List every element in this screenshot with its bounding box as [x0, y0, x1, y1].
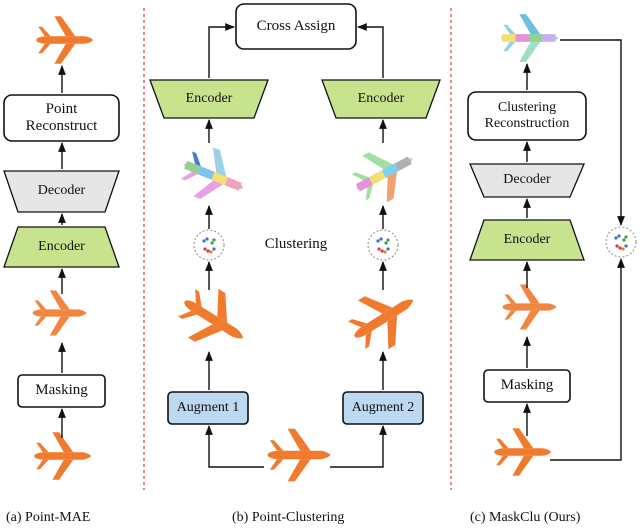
- augment1-box: [167, 391, 249, 425]
- cluster-circle-left: [193, 229, 225, 261]
- airplane-output-a: [36, 16, 94, 64]
- augment2-box: [342, 391, 424, 425]
- arrow-b-to-cross-left: [208, 23, 235, 78]
- airplane-masked-c: [502, 284, 557, 330]
- arrow-b-feed-left: [205, 425, 264, 468]
- decoder-c-shape: [469, 163, 585, 198]
- point-mae-panel: [3, 16, 120, 480]
- clustering-reconstruction-box: [467, 91, 587, 141]
- airplane-segmented-left: [174, 140, 253, 213]
- arrow-b-feed-right: [330, 425, 387, 468]
- airplane-input-b: [267, 428, 331, 482]
- arrow-b-to-cross-right: [357, 23, 384, 78]
- airplane-augmented-left: [169, 277, 259, 363]
- point-reconstruct-box: [3, 94, 120, 142]
- point-clustering-panel: [149, 3, 441, 482]
- airplane-masked-a: [32, 290, 87, 336]
- cluster-circle-right: [367, 229, 399, 261]
- airplane-input-c: [494, 428, 552, 476]
- airplane-segmented-right: [344, 135, 425, 212]
- maskclu-panel: [467, 14, 637, 476]
- caption-point-clustering: (b) Point-Clustering: [232, 510, 345, 525]
- arrow-c-input-to-cluster: [550, 258, 625, 461]
- arrow-c-top-to-cluster: [560, 39, 625, 226]
- encoder-left-shape: [149, 79, 269, 119]
- cross-assign-box: [235, 3, 357, 50]
- airplane-segmented-c: [501, 14, 559, 62]
- caption-point-mae: (a) Point-MAE: [6, 510, 91, 525]
- airplane-augmented-right: [339, 275, 429, 361]
- encoder-right-shape: [321, 79, 441, 119]
- masking-a-box: [17, 374, 106, 408]
- decoder-a-shape: [3, 170, 120, 213]
- encoder-c-shape: [469, 219, 585, 261]
- caption-maskclu: (c) MaskClu (Ours): [470, 510, 581, 525]
- airplane-input-a: [34, 432, 92, 480]
- masking-c-box: [483, 369, 571, 403]
- encoder-a-shape: [3, 226, 120, 268]
- cluster-circle-c: [605, 226, 637, 258]
